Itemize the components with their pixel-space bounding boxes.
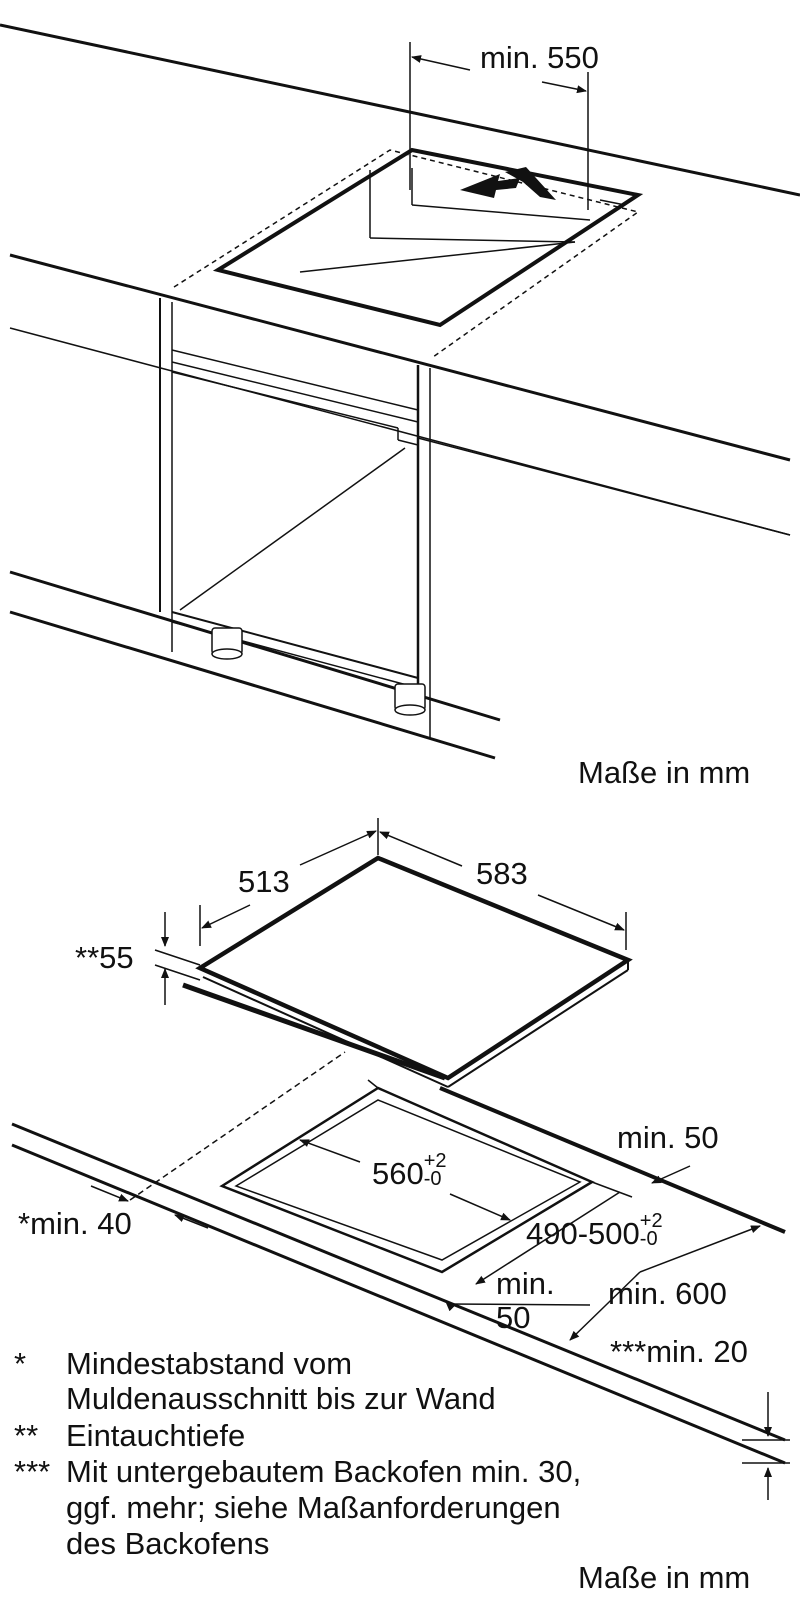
note-1: * Mindestabstand vom bbox=[14, 1348, 352, 1379]
dim-hob-width-label: 583 bbox=[476, 856, 528, 891]
cabinet-feet bbox=[211, 627, 426, 716]
worktop-bottom bbox=[11, 1086, 786, 1465]
cutout-width-tol-minus: -0 bbox=[423, 1168, 442, 1190]
dim-insert-depth-label: **55 bbox=[75, 940, 134, 975]
cutout-depth-tol-minus: -0 bbox=[639, 1228, 658, 1250]
dim-cutout-width-label: 560+2-0 bbox=[372, 1151, 447, 1194]
wall-lines bbox=[9, 327, 791, 536]
note-2-mark: ** bbox=[14, 1418, 39, 1453]
dim-min-550 bbox=[409, 42, 589, 210]
note-3-line-3: des Backofens bbox=[66, 1526, 270, 1561]
airflow-arrows-icon bbox=[460, 167, 556, 200]
cutout-width-base: 560 bbox=[372, 1156, 424, 1191]
worktop-top-edge bbox=[0, 23, 800, 462]
cutout-width-tol-plus: +2 bbox=[423, 1150, 447, 1172]
note-3: *** Mit untergebautem Backofen min. 30, bbox=[14, 1456, 581, 1487]
cutout-depth-base: 490-500 bbox=[526, 1216, 640, 1251]
dim-cutout-depth-label: 490-500+2-0 bbox=[526, 1211, 663, 1254]
base-cabinet bbox=[159, 298, 431, 738]
units-label-top: Maße in mm bbox=[578, 755, 751, 790]
note-1-line-2: Muldenausschnitt bis zur Wand bbox=[66, 1381, 496, 1416]
dim-hob-depth-label: 513 bbox=[238, 864, 290, 899]
hob bbox=[182, 855, 633, 1088]
dim-min-550-label: min. 550 bbox=[480, 40, 599, 75]
worktop-cutout-bottom bbox=[129, 1051, 595, 1274]
note-2: ** Eintauchtiefe bbox=[14, 1420, 245, 1451]
note-3-line-1: Mit untergebautem Backofen min. 30, bbox=[66, 1454, 582, 1489]
note-1-mark: * bbox=[14, 1346, 27, 1381]
note-2-line-1: Eintauchtiefe bbox=[66, 1418, 246, 1453]
dim-rear-gap-label: min. 50 bbox=[617, 1120, 719, 1155]
dim-cutout bbox=[90, 1139, 790, 1500]
dim-worktop-thickness-label: ***min. 20 bbox=[610, 1334, 748, 1369]
note-3-line-2: ggf. mehr; siehe Maßanforderungen bbox=[66, 1490, 561, 1525]
dim-front-gap-line2: 50 bbox=[496, 1300, 531, 1335]
dim-worktop-depth-label: min. 600 bbox=[608, 1276, 727, 1311]
units-label-bottom: Maße in mm bbox=[578, 1560, 751, 1595]
dim-wall-gap-label: *min. 40 bbox=[18, 1206, 132, 1241]
worktop-cutout bbox=[173, 147, 644, 358]
cutout-depth-tol-plus: +2 bbox=[639, 1210, 663, 1232]
dim-front-gap-line1: min. bbox=[496, 1266, 555, 1301]
plinth-lines bbox=[9, 570, 501, 760]
note-3-mark: *** bbox=[14, 1454, 51, 1489]
dim-hob bbox=[154, 818, 627, 1005]
note-1-line-1: Mindestabstand vom bbox=[66, 1346, 353, 1381]
